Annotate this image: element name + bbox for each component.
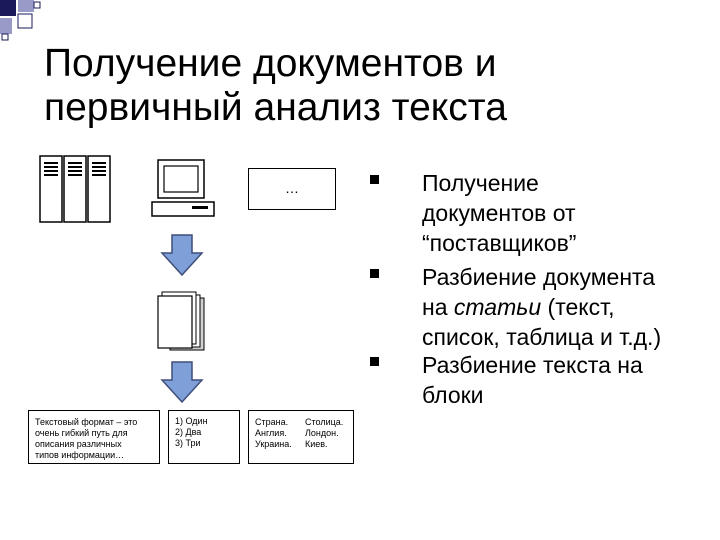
- server-icon: [39, 155, 111, 223]
- title-line-1: Получение документов и: [44, 42, 497, 85]
- bullet-text-line: блоки: [422, 382, 484, 408]
- table-example-box: Страна. Англия. Украина. Столица. Лондон…: [248, 410, 354, 464]
- list-example-item: 3) Три: [175, 438, 201, 448]
- bullet-square-icon: [370, 269, 379, 278]
- text-example-line: типов информации…: [35, 450, 125, 460]
- page-title: Получение документов и первичный анализ …: [44, 42, 684, 130]
- table-example-cell: Киев.: [305, 439, 328, 449]
- bullet-square-icon: [370, 175, 379, 184]
- bullet-text-italic: статьи: [453, 294, 542, 320]
- list-example-item: 1) Один: [175, 416, 208, 426]
- more-sources-box: …: [248, 168, 336, 210]
- computer-icon: [151, 159, 215, 217]
- down-arrow-icon: [160, 361, 204, 404]
- list-example-box: 1) Один 2) Два 3) Три: [168, 410, 240, 464]
- text-example-line: описания различных: [35, 439, 122, 449]
- table-example-cell: Украина.: [255, 439, 292, 449]
- text-example-line: очень гибкий путь для: [35, 428, 128, 438]
- table-example-cell: Англия.: [255, 428, 287, 438]
- corner-decoration: [0, 0, 41, 41]
- text-example-line: Текстовый формат – это: [35, 417, 138, 427]
- bullet-square-icon: [370, 357, 379, 366]
- bullet-text-line: список, таблица и т.д.): [422, 324, 662, 350]
- ellipsis-text: …: [285, 180, 299, 196]
- bullet-text-fragment: (текст,: [541, 294, 615, 320]
- title-line-2: первичный анализ текста: [44, 86, 507, 129]
- documents-stack-icon: [157, 291, 205, 351]
- table-example-cell: Столица.: [305, 417, 344, 427]
- table-example-cell: Лондон.: [305, 428, 339, 438]
- bullet-text-line: Разбиение текста на: [422, 352, 643, 378]
- bullet-text-line: Получение: [422, 170, 539, 196]
- bullet-text-line: документов от: [422, 200, 576, 226]
- bullet-text-line: Разбиение документа: [422, 264, 656, 290]
- table-example-cell: Страна.: [255, 417, 289, 427]
- down-arrow-icon: [160, 234, 204, 277]
- list-example-item: 2) Два: [175, 427, 202, 437]
- text-example-box: Текстовый формат – это очень гибкий путь…: [28, 410, 160, 464]
- bullet-text-fragment: на: [422, 294, 454, 320]
- bullet-text-line: “поставщиков”: [422, 230, 577, 256]
